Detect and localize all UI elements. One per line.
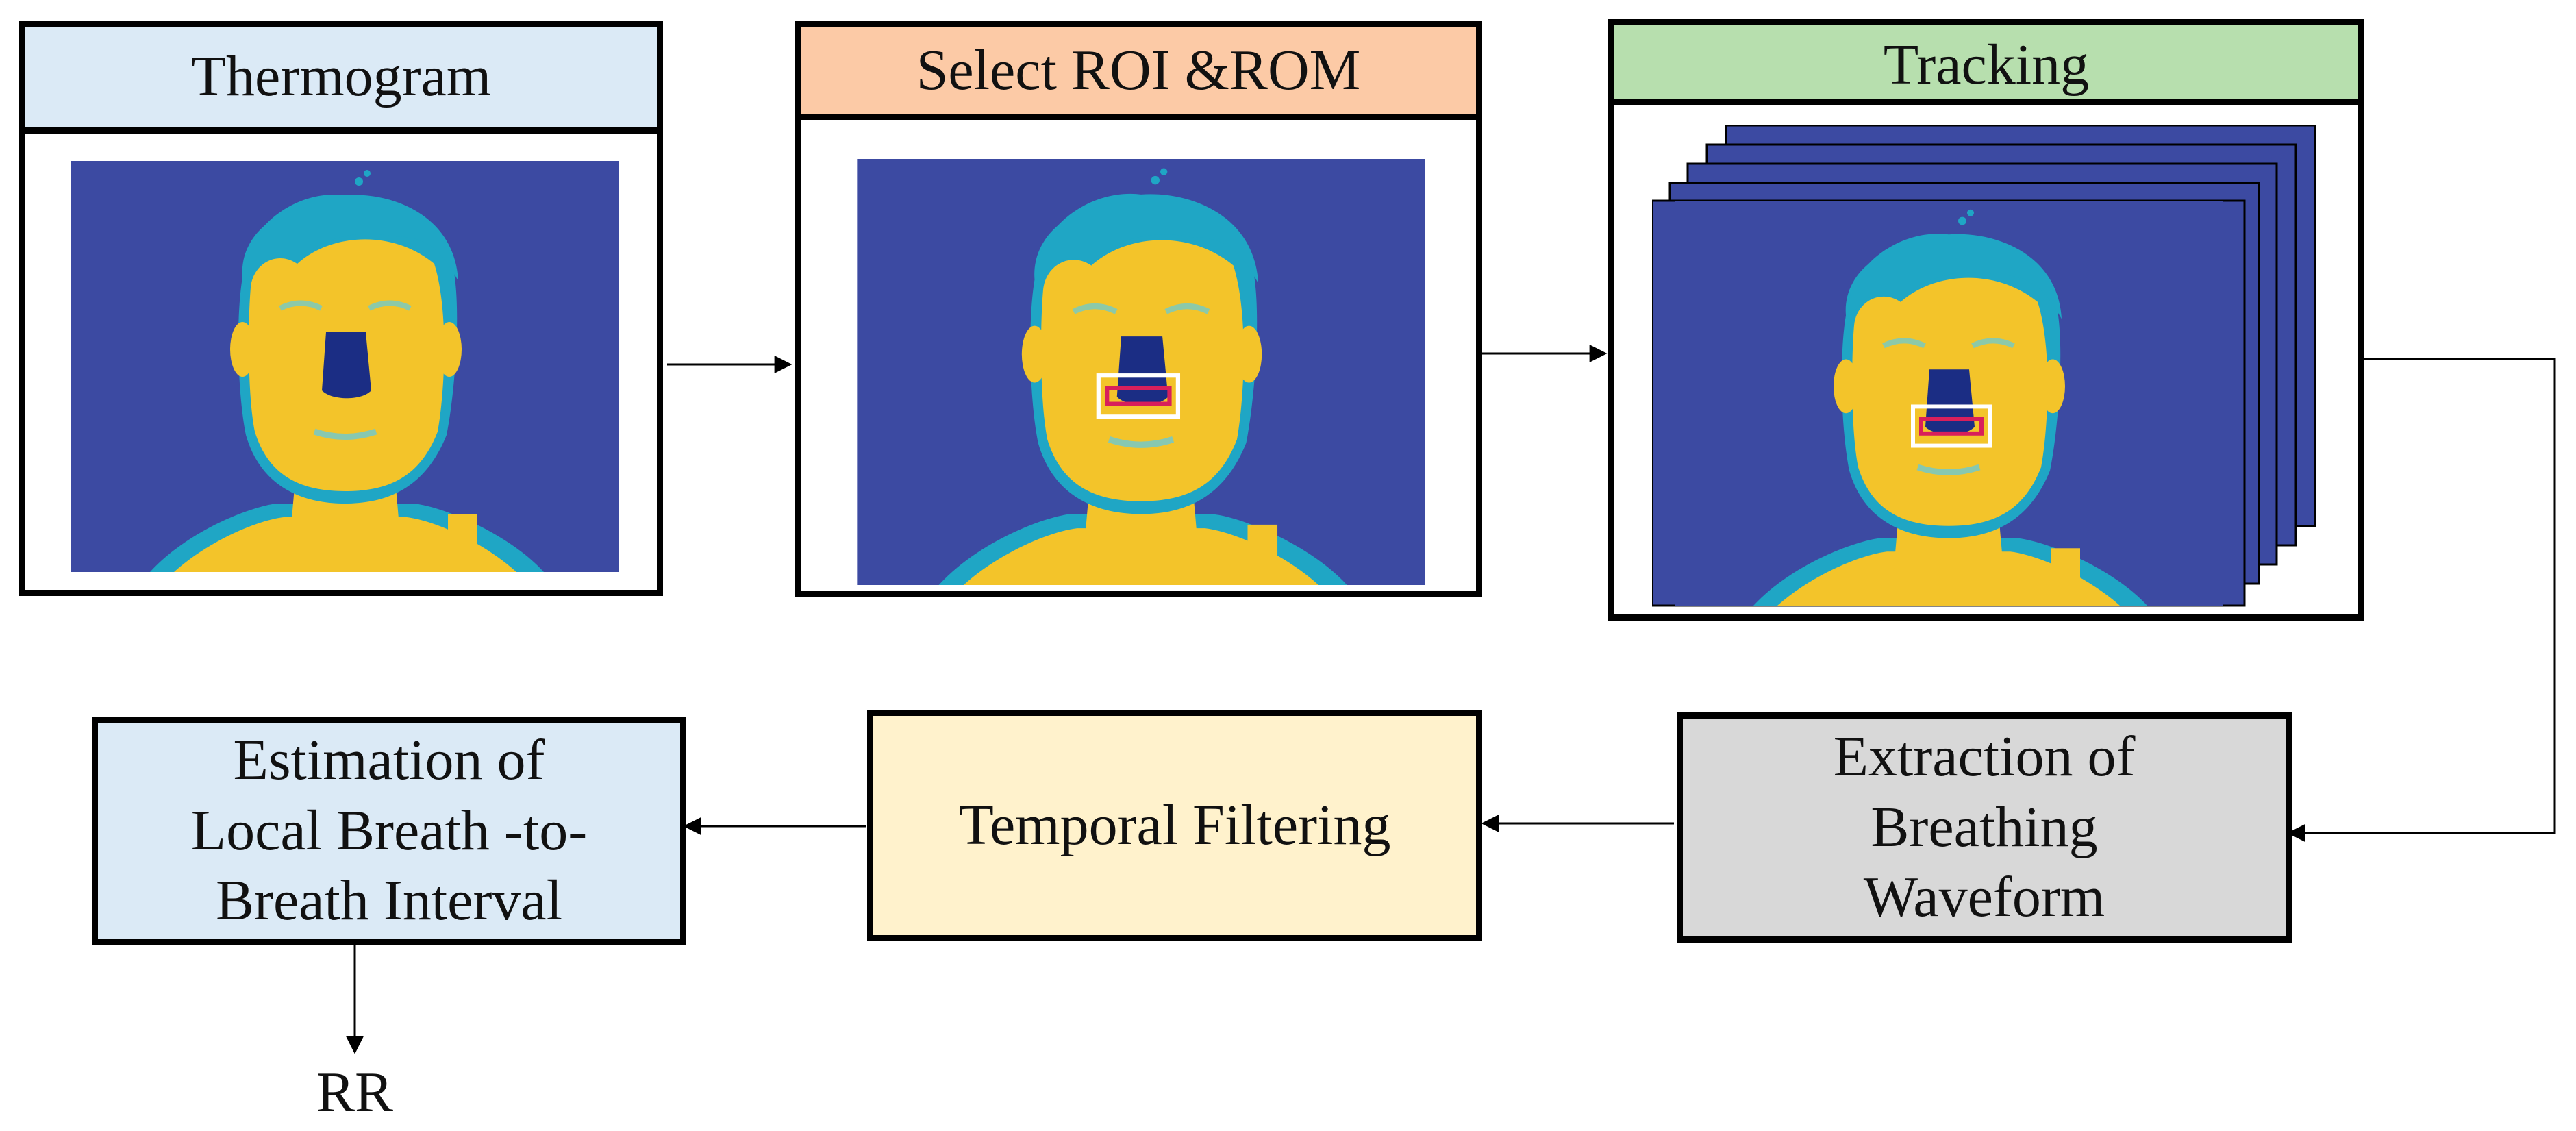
extraction-line-1: Extraction of (1833, 725, 2136, 789)
thermogram-header: Thermogram (19, 21, 663, 133)
extraction-line-2: Breathing (1871, 795, 2098, 859)
thermogram-title: Thermogram (190, 45, 492, 108)
roi-box (1096, 373, 1181, 419)
tracking-panel (1608, 99, 2364, 621)
select-roi-title: Select ROI &ROM (916, 38, 1361, 102)
thermogram-panel (19, 127, 663, 596)
extraction-line-3: Waveform (1863, 865, 2105, 930)
estimation-box: Estimation of Local Breath -to- Breath I… (92, 717, 686, 945)
estimation-line-3: Breath Interval (215, 869, 563, 933)
rr-output-label: RR (316, 1060, 394, 1124)
select-roi-image (852, 159, 1430, 585)
extraction-box: Extraction of Breathing Waveform (1677, 712, 2292, 943)
tracking-title: Tracking (1883, 33, 2090, 97)
tracked-roi-box (1911, 404, 1992, 448)
estimation-line-1: Estimation of (233, 728, 545, 793)
tracked-rom-box (1919, 417, 1984, 436)
rom-box (1105, 386, 1172, 406)
temporal-filtering-box: Temporal Filtering (867, 710, 1482, 941)
estimation-line-2: Local Breath -to- (190, 798, 588, 862)
thermogram-image (71, 161, 619, 572)
select-roi-panel (795, 114, 1482, 597)
tracking-header: Tracking (1608, 19, 2364, 111)
select-roi-header: Select ROI &ROM (795, 21, 1482, 121)
tracking-frame-stack (1652, 125, 2316, 619)
temporal-filtering-label: Temporal Filtering (958, 793, 1391, 857)
